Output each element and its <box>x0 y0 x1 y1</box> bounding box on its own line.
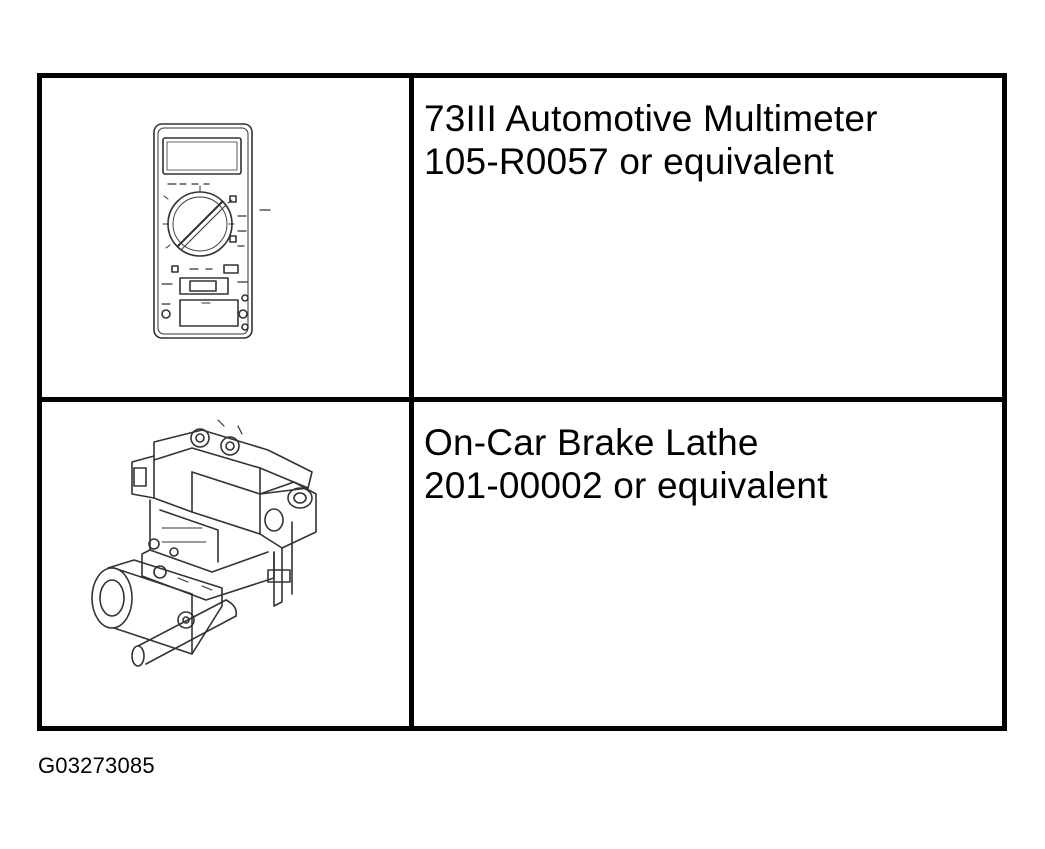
figure-id: G03273085 <box>38 753 155 778</box>
tool-image-cell-brake-lathe <box>42 402 414 726</box>
tool-name: On-Car Brake Lathe <box>424 422 759 463</box>
brake-lathe-icon <box>91 419 317 667</box>
tool-description-cell-multimeter: 73III Automotive Multimeter 105-R0057 or… <box>414 78 1002 402</box>
tool-description-cell-brake-lathe: On-Car Brake Lathe 201-00002 or equivale… <box>414 402 1002 726</box>
tool-part-number: 105-R0057 or equivalent <box>424 141 834 182</box>
tool-part-number: 201-00002 or equivalent <box>424 465 828 506</box>
multimeter-icon <box>153 123 271 339</box>
tool-image-cell-multimeter <box>42 78 414 402</box>
tool-name: 73III Automotive Multimeter <box>424 98 878 139</box>
special-tools-table: 73III Automotive Multimeter 105-R0057 or… <box>37 73 1007 731</box>
